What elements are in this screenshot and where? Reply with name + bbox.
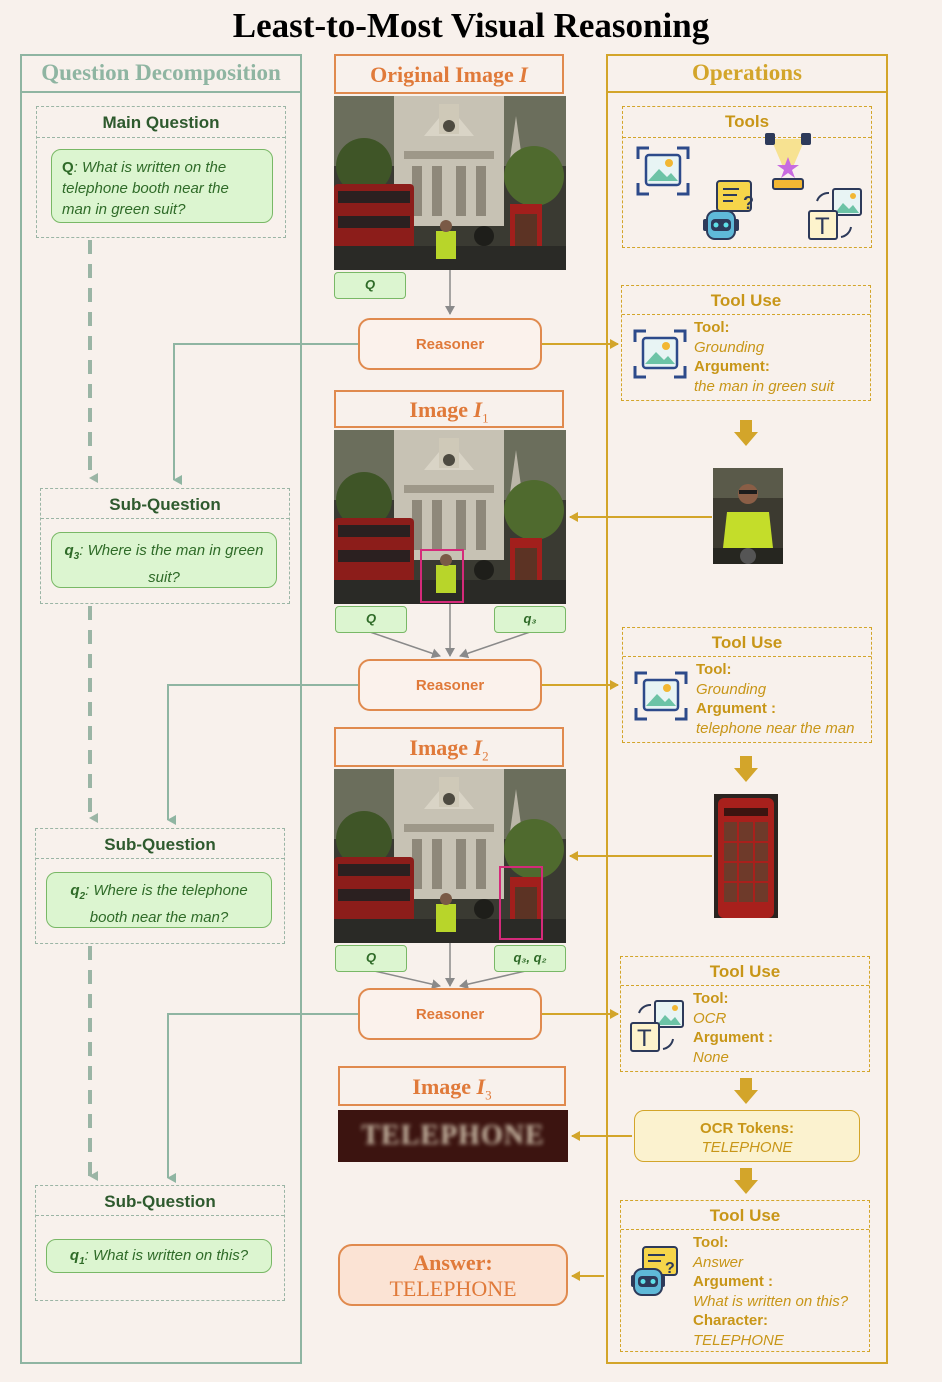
operations-divider [608,91,886,93]
main-question-heading: Main Question [102,113,220,132]
crop-booth-image [714,794,778,918]
q-tag: Q [334,272,406,299]
operations-heading: Operations [692,60,802,85]
answer-value: TELEPHONE [389,1276,517,1301]
ocr-icon: T [808,188,862,240]
reasoner-to-subquestion-lines [167,343,358,1183]
main-question-box: Main Question Q: What is written on the … [36,106,286,238]
ocr-tokens-value: TELEPHONE [701,1139,793,1156]
svg-text:?: ? [665,1260,675,1277]
main-question-text: Q: What is written on the telephone boot… [51,149,273,223]
sub-question-box-q2: Sub-Question q2: Where is the telephone … [35,828,285,944]
q3-tag: q₃ [494,606,566,633]
svg-text:?: ? [743,193,754,213]
diagram-title: Least-to-Most Visual Reasoning [232,6,710,45]
q3-q2-tag: q₃, q₂ [494,945,566,972]
reasoner-1: Reasoner [358,318,542,370]
tool-use-box-3: Tool Use T Tool: OCR Argument : None [620,956,870,1072]
tool-use-heading: Tool Use [710,291,782,310]
operation-arrows [542,339,712,1281]
telephone-sign-text: TELEPHONE [361,1120,545,1151]
reasoner-input-lines [369,270,531,990]
operations-column [606,54,888,1364]
original-image-title: Original Image I [334,54,564,94]
sub-question-text-q3: q3: Where is the man in green suit? [51,532,277,588]
sub-question-text-q1: q1: What is written on this? [46,1239,272,1273]
document-question-icon: ? [716,180,754,213]
image-2-title: Image I2 [334,727,564,767]
image-3-title: Image I3 [338,1066,566,1106]
down-arrow-icon [734,756,758,782]
grounding-icon [634,671,688,721]
grounding-box-man [420,549,464,603]
svg-text:T: T [637,1025,652,1052]
svg-text:T: T [815,213,830,240]
tool-use-heading: Tool Use [709,962,781,981]
ocr-icon: T [630,1000,684,1052]
grounding-box-booth [499,866,543,940]
down-arrow-icon [734,1168,758,1194]
trophy-spotlight-icon [765,133,811,190]
q-tag: Q [335,606,407,633]
sub-question-box-q3: Sub-Question q3: Where is the man in gre… [40,488,290,604]
street-scene [334,96,566,270]
q-tag: Q [335,945,407,972]
sub-question-box-q1: Sub-Question q1: What is written on this… [35,1185,285,1301]
decomposition-column [20,54,302,1364]
tool-use-text-2: Tool: Grounding Argument : telephone nea… [696,661,855,737]
tool-use-heading: Tool Use [709,1206,781,1225]
answer-label: Answer: [413,1250,493,1275]
tool-use-text-4: Tool: Answer Argument : What is written … [693,1234,849,1349]
image-2 [334,769,566,943]
tools-heading: Tools [724,112,770,131]
image-1-title: Image I1 [334,390,564,428]
sub-question-heading: Sub-Question [104,1192,216,1211]
tool-use-box-2: Tool Use Tool: Grounding Argument : tele… [622,627,872,743]
tool-use-box-4: Tool Use ? Tool: Answer Argument : What … [620,1200,870,1352]
reasoner-2: Reasoner [358,659,542,711]
crop-man-image [713,468,783,564]
image-3-crop: TELEPHONE [338,1110,568,1162]
original-image [334,96,566,270]
grounding-icon [633,329,687,379]
sub-question-heading: Sub-Question [109,495,221,514]
tool-use-box-1: Tool Use Tool: Grounding Argument: the m… [621,285,871,401]
grounding-icon [636,146,690,196]
down-arrow-icon [734,420,758,446]
ocr-tokens-label: OCR Tokens: [700,1120,794,1137]
image-1 [334,430,566,604]
tool-use-text-1: Tool: Grounding Argument: the man in gre… [694,319,835,395]
sub-question-heading: Sub-Question [104,835,216,854]
sub-question-text-q2: q2: Where is the telephone booth near th… [46,872,272,928]
decomposition-divider [22,91,300,93]
answer-robot-icon: ? [631,1246,678,1296]
main-question-label: Q [62,159,74,176]
decomposition-heading: Question Decomposition [41,60,281,85]
answer-robot-icon [703,210,739,240]
tool-use-heading: Tool Use [711,633,783,652]
ocr-tokens-box: OCR Tokens: TELEPHONE [634,1110,860,1162]
tools-box: Tools ? T [622,106,872,248]
down-arrow-icon [734,1078,758,1104]
answer-box: Answer: TELEPHONE [338,1244,568,1306]
tool-use-text-3: Tool: OCR Argument : None [693,990,773,1066]
reasoner-3: Reasoner [358,988,542,1040]
